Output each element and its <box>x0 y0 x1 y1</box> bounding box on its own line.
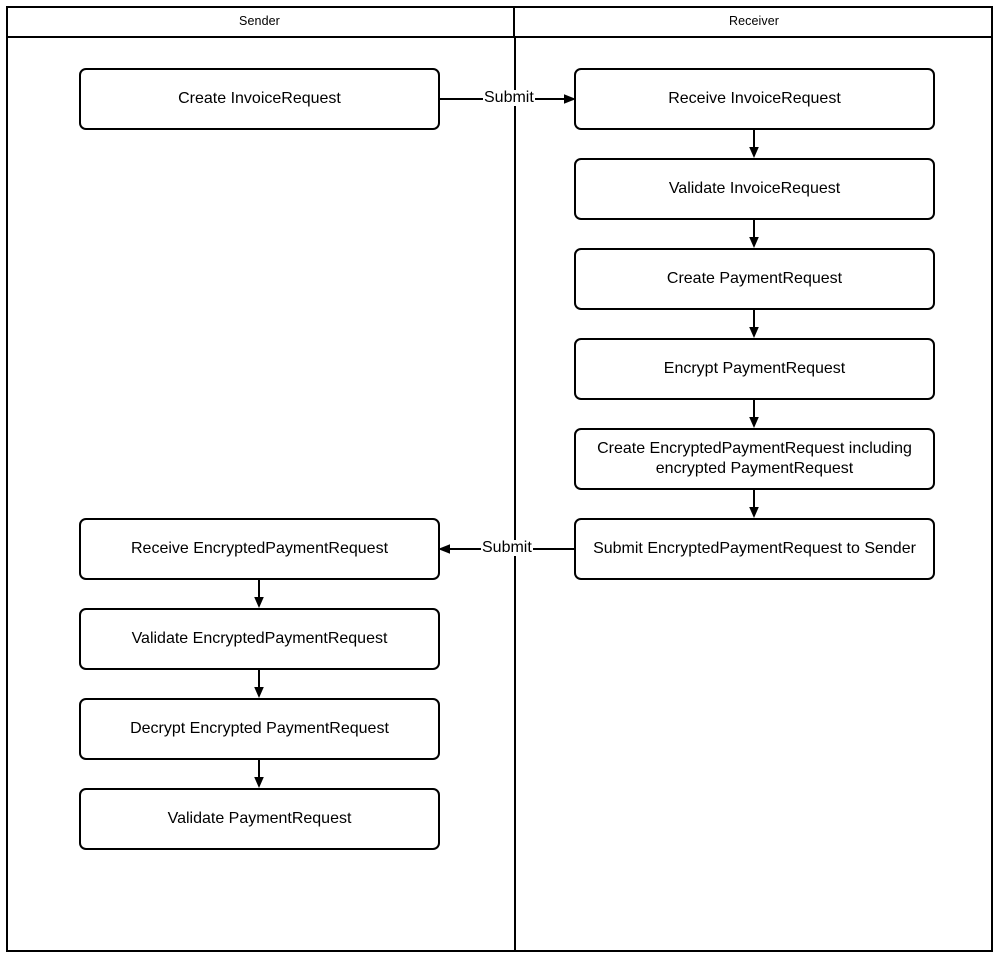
edge-label-submit-encryptedpaymentrequest: Submit <box>481 539 533 556</box>
lane-header-row: Sender Receiver <box>6 6 993 38</box>
arrow-create-encryptedpaymentrequest-to-submit <box>749 490 759 518</box>
node-submit-encryptedpaymentrequest-to-sender[interactable]: Submit EncryptedPaymentRequest to Sender <box>574 518 935 580</box>
arrow-create-to-encrypt-paymentrequest <box>749 310 759 338</box>
node-validate-paymentrequest[interactable]: Validate PaymentRequest <box>79 788 440 850</box>
lane-divider <box>514 38 516 952</box>
lane-header-sender: Sender <box>6 6 515 36</box>
arrow-receive-to-validate-encryptedpaymentrequest <box>254 580 264 608</box>
arrow-validate-invoicerequest-to-create-paymentrequest <box>749 220 759 248</box>
node-receive-invoicerequest[interactable]: Receive InvoiceRequest <box>574 68 935 130</box>
node-validate-encryptedpaymentrequest[interactable]: Validate EncryptedPaymentRequest <box>79 608 440 670</box>
node-encrypt-paymentrequest[interactable]: Encrypt PaymentRequest <box>574 338 935 400</box>
arrow-validate-encryptedpaymentrequest-to-decrypt <box>254 670 264 698</box>
node-create-paymentrequest[interactable]: Create PaymentRequest <box>574 248 935 310</box>
node-create-invoicerequest[interactable]: Create InvoiceRequest <box>79 68 440 130</box>
lane-header-receiver: Receiver <box>728 13 780 28</box>
node-validate-invoicerequest[interactable]: Validate InvoiceRequest <box>574 158 935 220</box>
node-create-encryptedpaymentrequest[interactable]: Create EncryptedPaymentRequest including… <box>574 428 935 490</box>
node-receive-encryptedpaymentrequest[interactable]: Receive EncryptedPaymentRequest <box>79 518 440 580</box>
edge-label-submit-invoicerequest: Submit <box>483 89 535 106</box>
arrow-decrypt-to-validate-paymentrequest <box>254 760 264 788</box>
node-decrypt-encrypted-paymentrequest[interactable]: Decrypt Encrypted PaymentRequest <box>79 698 440 760</box>
arrow-encrypt-to-create-encryptedpaymentrequest <box>749 400 759 428</box>
arrow-receive-to-validate-invoicerequest <box>749 130 759 158</box>
